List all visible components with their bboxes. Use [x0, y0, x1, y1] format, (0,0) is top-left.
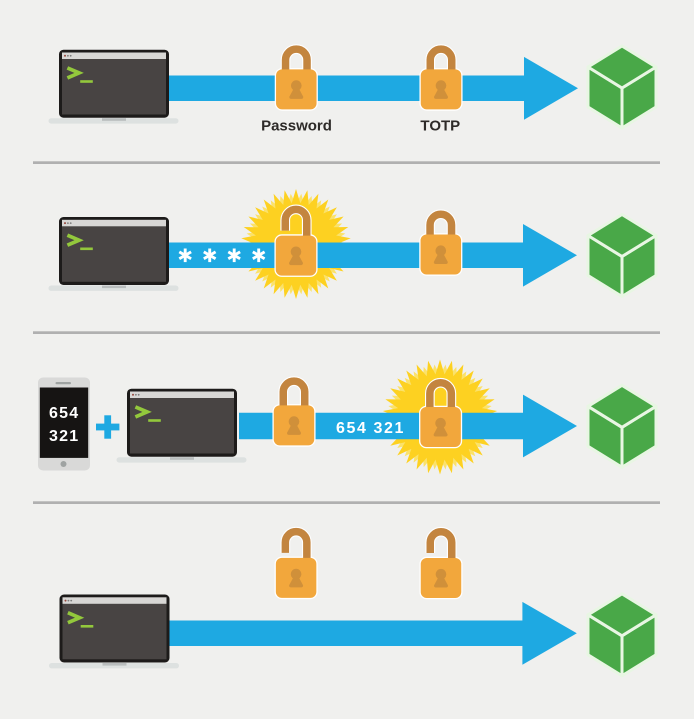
- svg-text:321: 321: [49, 428, 79, 445]
- svg-text:TOTP: TOTP: [420, 118, 460, 135]
- svg-text:654 321: 654 321: [336, 420, 405, 437]
- svg-text:654: 654: [49, 405, 79, 422]
- svg-text:Password: Password: [261, 118, 332, 135]
